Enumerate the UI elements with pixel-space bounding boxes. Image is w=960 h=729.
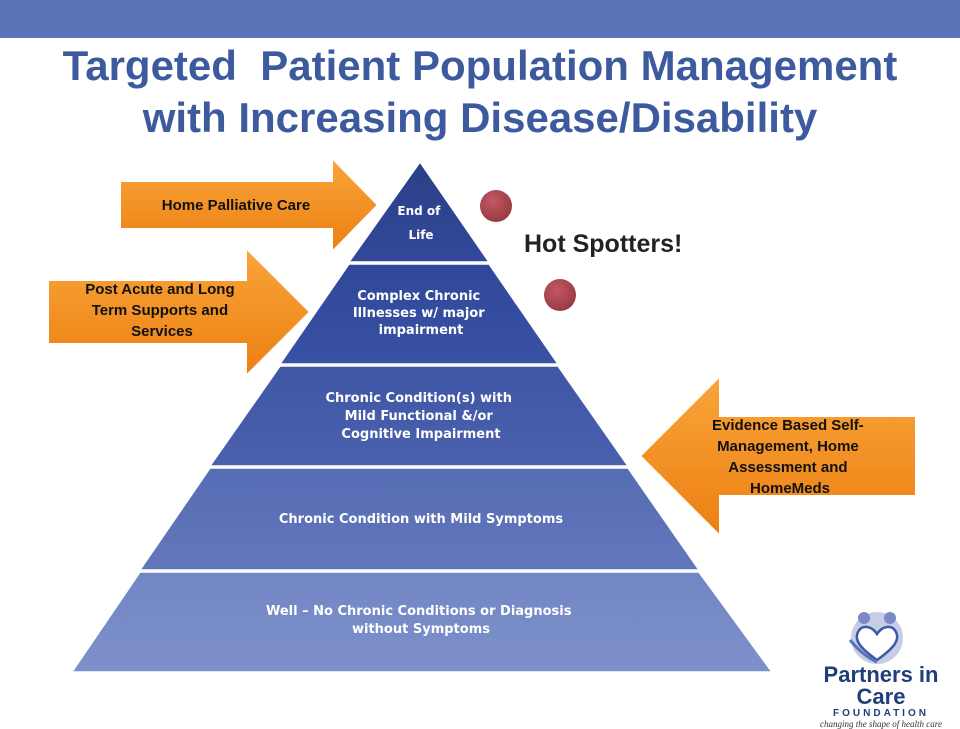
logo-emblem-icon [848, 612, 903, 664]
hot-spotter-dot-bottom [544, 279, 576, 311]
logo-tagline: changing the shape of health care [820, 719, 942, 729]
title-line-1: Targeted Patient Population Management [62, 42, 898, 89]
level-label-chronic-mild-symptoms: Chronic Condition with Mild Symptoms [279, 512, 563, 527]
hot-spotter-dot-top [480, 190, 512, 222]
level-label-chronic-mild-functional: Chronic Condition(s) with Mild Functiona… [325, 391, 516, 442]
pyramid-level-end-of-life [347, 160, 491, 263]
arrow-home-palliative-care [119, 155, 380, 255]
level-label-end-of-life: End of Life [397, 204, 444, 242]
partners-in-care-logo: Partners in Care FOUNDATION changing the… [806, 664, 956, 729]
pyramid-level-chronic-mild-symptoms [138, 467, 701, 571]
header-bar [0, 0, 960, 38]
level-label-well: Well – No Chronic Conditions or Diagnosi… [266, 604, 576, 637]
arrow-post-acute [47, 245, 312, 379]
arrow-label-evidence-based: Evidence Based Self- Management, Home As… [712, 417, 868, 497]
pyramid-level-well [70, 571, 774, 673]
pyramid-level-complex-chronic [278, 263, 560, 365]
logo-name: Partners in Care [823, 662, 939, 709]
title-line-2: with Increasing Disease/Disability [142, 94, 818, 141]
hot-spotters-label: Hot Spotters! [524, 230, 683, 258]
arrow-label-post-acute: Post Acute and Long Term Supports and Se… [85, 281, 239, 340]
pyramid-level-chronic-mild-functional [208, 365, 630, 467]
arrow-evidence-based [638, 373, 917, 539]
level-label-complex-chronic: Complex Chronic Illnesses w/ major impai… [353, 289, 489, 338]
page-title: Targeted Patient Population Management w… [0, 40, 960, 144]
arrow-label-home-palliative: Home Palliative Care [162, 197, 310, 214]
logo-foundation: FOUNDATION [833, 708, 929, 719]
